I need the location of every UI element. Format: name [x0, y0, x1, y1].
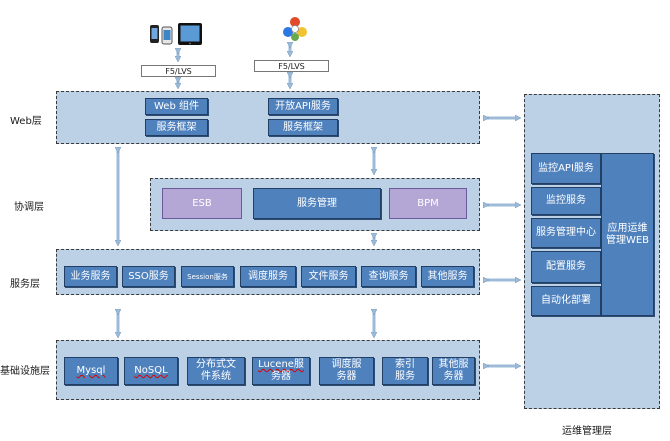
scheduling-server-box: 调度服 务器 — [319, 357, 374, 385]
nosql-label: NoSQL — [134, 365, 168, 376]
service-framework-box: 服务框架 — [268, 119, 338, 136]
web-layer-label: Web层 — [10, 116, 42, 127]
distributed-fs-box: 分布式文 件系统 — [187, 357, 245, 385]
browsers-icon — [282, 16, 308, 42]
service-framework-box: 服务框架 — [145, 119, 208, 136]
other-server-box: 其他服 务器 — [432, 357, 475, 385]
lucene-server-label-line1: Lucene服 — [258, 359, 304, 370]
ops-web-label-line2: 管理WEB — [605, 234, 650, 246]
load-balancer-right: F5/LVS — [254, 60, 329, 72]
scheduling-server-label-line2: 务器 — [336, 371, 357, 382]
auto-deploy-box: 自动化部署 — [531, 286, 601, 316]
lucene-server-label-line2: 务器 — [271, 371, 291, 382]
other-server-label-line1: 其他服 — [438, 359, 469, 370]
ops-web-label-line1: 应用运维 — [607, 222, 648, 234]
index-service-label-line2: 服务 — [395, 371, 415, 382]
service-layer-label: 服务层 — [10, 279, 40, 290]
service-management-center-box: 服务管理中心 — [531, 218, 601, 248]
open-api-service-box: 开放API服务 — [268, 98, 338, 115]
index-service-label-line1: 索引 — [395, 359, 415, 370]
mysql-label: Mysql — [76, 365, 106, 376]
web-component-box: Web 组件 — [145, 98, 208, 115]
infrastructure-layer-label: 基础设施层 — [0, 366, 50, 377]
coordination-layer-label: 协调层 — [14, 202, 44, 213]
other-server-label-line2: 务器 — [443, 371, 464, 382]
distributed-fs-label-line1: 分布式文 — [196, 359, 236, 370]
bpm-box: BPM — [389, 188, 467, 219]
session-service-box: Session服务 — [181, 266, 234, 287]
monitoring-api-service-box: 监控API服务 — [531, 153, 601, 184]
monitoring-service-box: 监控服务 — [531, 187, 601, 215]
scheduling-service-box: 调度服务 — [240, 266, 296, 287]
sso-service-box: SSO服务 — [122, 266, 175, 287]
esb-box: ESB — [162, 188, 242, 219]
mobile-devices-icon — [148, 22, 208, 48]
index-service-box: 索引 服务 — [382, 357, 428, 385]
scheduling-server-label-line1: 调度服 — [331, 359, 362, 370]
config-service-box: 配置服务 — [531, 251, 601, 283]
query-service-box: 查询服务 — [361, 266, 416, 287]
ops-management-web-box: 应用运维 管理WEB — [601, 153, 654, 316]
ops-layer-label: 运维管理层 — [562, 426, 612, 437]
service-management-box: 服务管理 — [253, 188, 381, 219]
other-service-box: 其他服务 — [421, 266, 474, 287]
lucene-server-box: Lucene服 务器 — [252, 357, 310, 385]
business-service-box: 业务服务 — [64, 266, 117, 287]
load-balancer-left: F5/LVS — [141, 65, 216, 77]
mysql-box: Mysql — [64, 357, 118, 385]
nosql-box: NoSQL — [124, 357, 178, 385]
file-service-box: 文件服务 — [301, 266, 356, 287]
distributed-fs-label-line2: 件系统 — [201, 371, 231, 382]
